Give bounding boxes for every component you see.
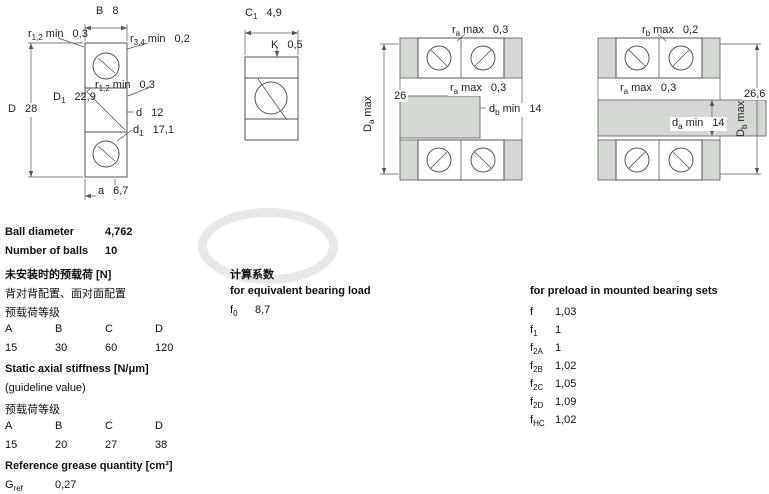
factor-value: 1,05 [555, 378, 577, 390]
ball-diameter-value: 4,762 [105, 226, 133, 238]
factor-symbol: f2A [530, 342, 543, 357]
f0-row: f0 8,7 [230, 304, 410, 323]
dim-Da-max-value: 26 [392, 90, 409, 102]
factor-symbol: f1 [530, 324, 538, 339]
preload-title: 未安装时的预载荷 [N] [5, 269, 112, 281]
factor-row: f 1,03 [530, 306, 765, 324]
factor-symbol: fHC [530, 414, 545, 429]
preload-header-a: A [5, 323, 13, 335]
stiffness-header-c: C [105, 420, 113, 432]
stiffness-header-row: A B C D [5, 420, 223, 439]
left-spec-column: Ball diameter 4,762 Number of balls 10 未安装… [5, 226, 223, 494]
factor-row: f2C 1,05 [530, 378, 765, 396]
stiffness-header-a: A [5, 420, 13, 432]
calc-factor-column: 计算系数 for equivalent bearing load f0 8,7 [230, 266, 410, 323]
factor-row: f1 1 [530, 324, 765, 342]
number-of-balls-label: Number of balls [5, 245, 89, 257]
grease-row: Gref 0,27 [5, 479, 223, 494]
f0-symbol: f0 [230, 304, 238, 319]
preload-class-label: 预载荷等级 [5, 307, 60, 319]
ring-detail-drawing [244, 30, 299, 141]
dim-Db-max-value: 26,6 [742, 88, 768, 100]
stiffness-value-a: 15 [5, 439, 18, 451]
stiffness-value-c: 27 [105, 439, 118, 451]
preload-header-c: C [105, 323, 113, 335]
preload-value-row: 15 30 60 120 [5, 342, 223, 361]
stiffness-class-label: 预载荷等级 [5, 404, 60, 416]
number-of-balls-value: 10 [105, 245, 118, 257]
bearing-section-drawing [28, 24, 151, 200]
factor-symbol: f [530, 306, 534, 318]
watermark [198, 208, 338, 284]
calc-title: 计算系数 [230, 269, 274, 281]
number-of-balls-row: Number of balls 10 [5, 245, 223, 264]
factor-value: 1,09 [555, 396, 577, 408]
stiffness-title: Static axial stiffness [N/μm] [5, 363, 149, 375]
factor-value: 1,03 [555, 306, 577, 318]
preload-factor-column: for preload in mounted bearing sets f 1,0… [530, 285, 765, 432]
ball-diameter-label: Ball diameter [5, 226, 75, 238]
dim-Db-max-label: Dbmax [735, 100, 750, 137]
factor-row: f2A 1 [530, 342, 765, 360]
stiffness-header-d: D [155, 420, 163, 432]
calc-subtitle: for equivalent bearing load [230, 285, 371, 297]
preload-value-d: 120 [155, 342, 174, 354]
factor-value: 1,02 [555, 360, 577, 372]
factor-symbol: f2B [530, 360, 543, 375]
stiffness-value-d: 38 [155, 439, 168, 451]
mounted-pair-drawing-a [380, 33, 523, 181]
factor-symbol: f2C [530, 378, 544, 393]
ball-diameter-row: Ball diameter 4,762 [5, 226, 223, 245]
f0-value: 8,7 [255, 304, 271, 316]
factors-title: for preload in mounted bearing sets [530, 285, 718, 297]
dim-Da-max-label: Damax [362, 95, 377, 132]
factor-value: 1 [555, 324, 562, 336]
preload-header-b: B [55, 323, 63, 335]
preload-header-d: D [155, 323, 163, 335]
preload-value-b: 30 [55, 342, 68, 354]
grease-value: 0,27 [55, 479, 77, 491]
factor-value: 1,02 [555, 414, 577, 426]
preload-header-row: A B C D [5, 323, 223, 342]
factor-value: 1 [555, 342, 562, 354]
grease-title: Reference grease quantity [cm³] [5, 460, 173, 472]
factor-row: fHC 1,02 [530, 414, 765, 432]
stiffness-value-row: 15 20 27 38 [5, 439, 223, 458]
grease-symbol: Gref [5, 479, 23, 494]
preload-value-a: 15 [5, 342, 18, 354]
stiffness-subtitle: (guideline value) [5, 382, 86, 394]
preload-subtitle: 背对背配置、面对面配置 [5, 288, 126, 300]
preload-value-c: 60 [105, 342, 118, 354]
factor-row: f2D 1,09 [530, 396, 765, 414]
stiffness-value-b: 20 [55, 439, 68, 451]
factor-symbol: f2D [530, 396, 544, 411]
factor-row: f2B 1,02 [530, 360, 765, 378]
stiffness-header-b: B [55, 420, 63, 432]
